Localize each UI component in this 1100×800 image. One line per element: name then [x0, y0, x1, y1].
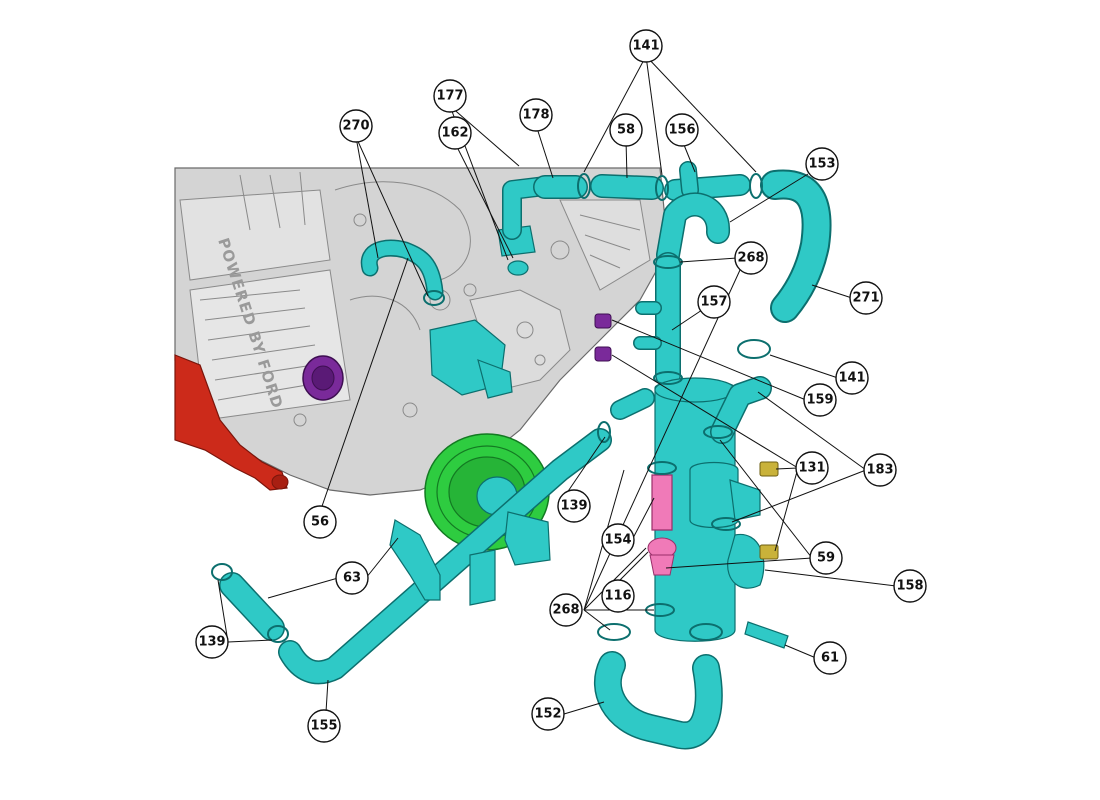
callout-270: 270	[339, 109, 373, 143]
svg-text:59: 59	[817, 551, 835, 566]
svg-text:154: 154	[604, 533, 631, 548]
callout-183: 183	[863, 453, 897, 487]
callout-56: 56	[303, 505, 337, 539]
fitting-131-upper	[759, 461, 779, 477]
oil-filler-cap	[302, 355, 344, 401]
fitting-131-lower	[759, 544, 779, 560]
svg-text:141: 141	[632, 39, 659, 54]
callout-116: 116	[601, 579, 635, 613]
svg-text:139: 139	[560, 499, 587, 514]
callout-63: 63	[335, 561, 369, 595]
callout-131: 131	[795, 451, 829, 485]
callout-154: 154	[601, 523, 635, 557]
callout-268-upper: 268	[734, 241, 768, 275]
svg-text:153: 153	[808, 157, 835, 172]
svg-text:56: 56	[311, 515, 329, 530]
callout-155: 155	[307, 709, 341, 743]
coolant-components	[211, 161, 832, 750]
callout-271: 271	[849, 281, 883, 315]
svg-text:178: 178	[522, 108, 549, 123]
callout-177: 177	[433, 79, 467, 113]
svg-text:158: 158	[896, 579, 923, 594]
callout-158: 158	[893, 569, 927, 603]
svg-text:270: 270	[342, 119, 369, 134]
svg-text:156: 156	[668, 123, 695, 138]
svg-text:177: 177	[436, 89, 463, 104]
callout-159: 159	[803, 383, 837, 417]
svg-text:159: 159	[806, 393, 833, 408]
svg-text:157: 157	[700, 295, 727, 310]
temperature-sensor-upper	[594, 313, 612, 329]
callout-153: 153	[805, 147, 839, 181]
engine-block: POWERED BY FORD	[174, 167, 669, 496]
svg-text:139: 139	[198, 635, 225, 650]
callout-59: 59	[809, 541, 843, 575]
callout-139-left: 139	[195, 625, 229, 659]
callout-178: 178	[519, 98, 553, 132]
exhaust-manifold	[174, 354, 289, 491]
callout-152: 152	[531, 697, 565, 731]
svg-text:268: 268	[552, 603, 579, 618]
svg-text:162: 162	[441, 126, 468, 141]
callout-268-lower: 268	[549, 593, 583, 627]
callout-157: 157	[697, 285, 731, 319]
svg-text:116: 116	[604, 589, 631, 604]
svg-text:141: 141	[838, 371, 865, 386]
svg-text:58: 58	[617, 123, 635, 138]
svg-text:61: 61	[821, 651, 839, 666]
callout-141-top: 141	[629, 29, 663, 63]
svg-text:183: 183	[866, 463, 893, 478]
callout-156: 156	[665, 113, 699, 147]
svg-text:63: 63	[343, 571, 361, 586]
svg-text:271: 271	[852, 291, 879, 306]
callout-58: 58	[609, 113, 643, 147]
callout-61: 61	[813, 641, 847, 675]
svg-text:155: 155	[310, 719, 337, 734]
leader-lines	[217, 55, 897, 715]
svg-text:131: 131	[798, 461, 825, 476]
temperature-sensor-lower	[594, 346, 612, 362]
callout-141-right: 141	[835, 361, 869, 395]
callout-139-mid: 139	[557, 489, 591, 523]
svg-text:268: 268	[737, 251, 764, 266]
hose-clamps	[211, 173, 771, 643]
callout-162: 162	[438, 116, 472, 150]
svg-text:152: 152	[534, 707, 561, 722]
